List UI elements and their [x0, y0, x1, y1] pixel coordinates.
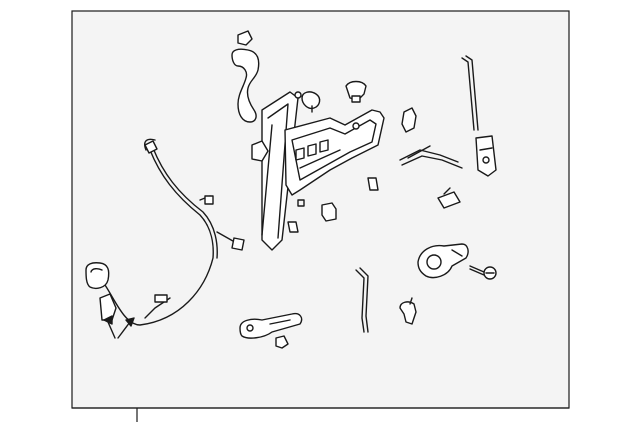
lock-cylinder	[417, 243, 469, 279]
screw	[469, 265, 497, 280]
door-module-panel	[284, 109, 385, 207]
diagram-frame	[71, 10, 570, 409]
lock-rod	[355, 55, 479, 333]
bolt	[301, 80, 367, 113]
clip	[275, 107, 417, 349]
harness-connector	[85, 262, 135, 339]
door-latch-bracket	[231, 30, 260, 123]
wiring-harness	[104, 138, 245, 326]
door-handle	[239, 312, 303, 339]
rod-clip	[399, 297, 417, 325]
hinge-bracket	[437, 135, 497, 209]
